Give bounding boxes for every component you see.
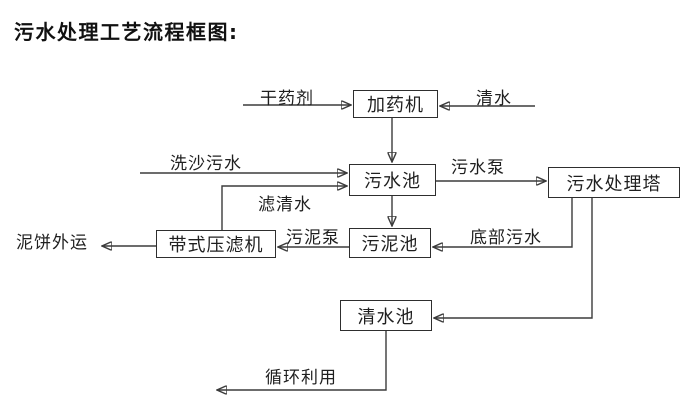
label-clean-water: 清水 bbox=[476, 89, 512, 109]
label-bottom-sewage: 底部污水 bbox=[470, 228, 542, 248]
label-sewage-pump: 污水泵 bbox=[451, 158, 505, 178]
label-filtered-water: 滤清水 bbox=[258, 195, 312, 215]
node-treatment-tower: 污水处理塔 bbox=[548, 167, 680, 198]
label-sand-washing-sewage: 洗沙污水 bbox=[170, 154, 242, 174]
node-dosing-machine: 加药机 bbox=[353, 90, 438, 118]
label-mud-cake-out: 泥饼外运 bbox=[16, 233, 88, 253]
label-dry-agent: 干药剂 bbox=[260, 89, 314, 109]
diagram-title: 污水处理工艺流程框图: bbox=[14, 20, 239, 44]
label-sludge-pump: 污泥泵 bbox=[286, 228, 340, 248]
node-sludge-pool: 污泥池 bbox=[349, 228, 431, 258]
arrow-tower-to-clean-water-pool bbox=[434, 198, 593, 318]
node-clean-water-pool: 清水池 bbox=[340, 300, 432, 331]
node-belt-filter-press: 带式压滤机 bbox=[156, 230, 276, 258]
label-recycle: 循环利用 bbox=[265, 368, 337, 388]
node-sewage-pool: 污水池 bbox=[349, 164, 436, 196]
